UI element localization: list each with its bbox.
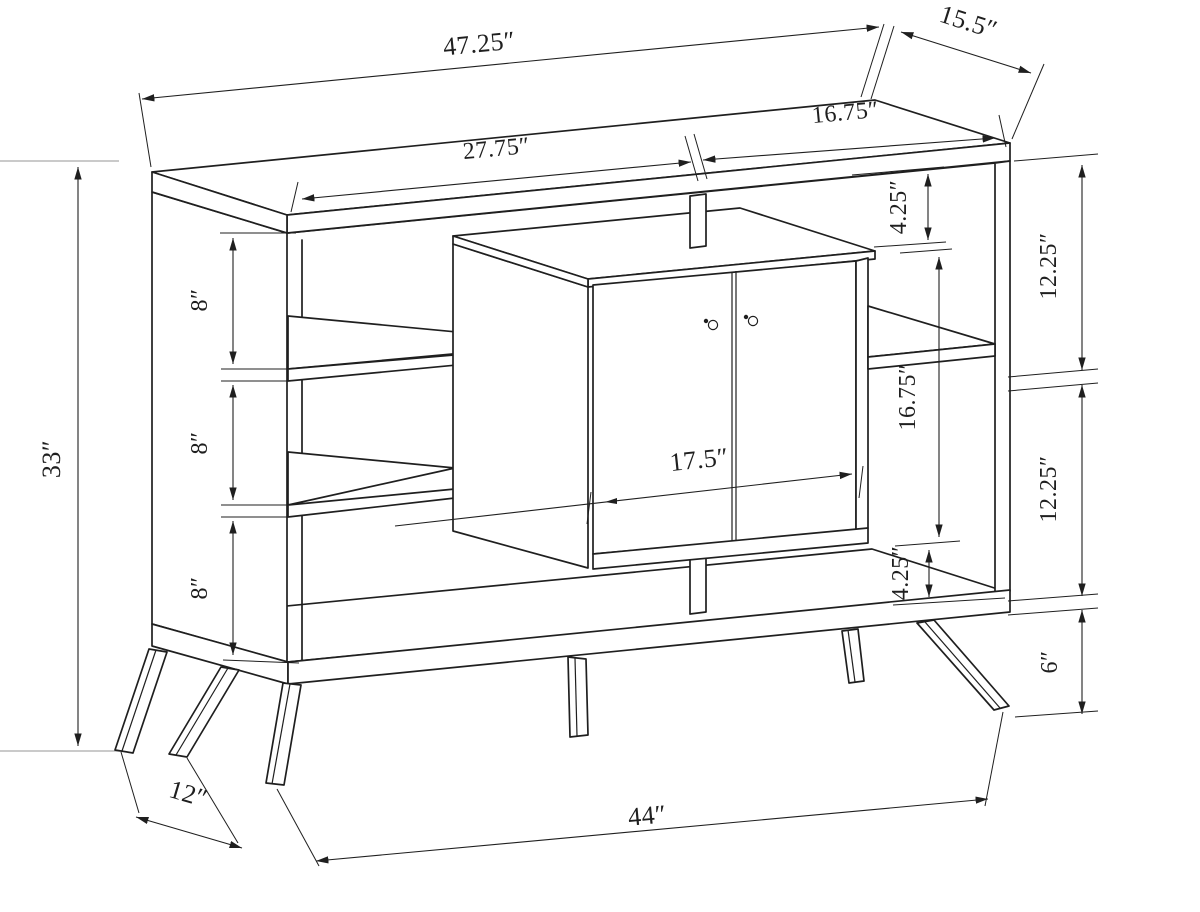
- dim-label-base-width: 44″: [627, 799, 668, 831]
- left-door-knob: [703, 318, 719, 331]
- dim-label-shelf-gap-upper: 8″: [187, 289, 213, 312]
- dim-right-outer-column: 12.25″ 12.25″ 6″: [1007, 153, 1099, 718]
- dim-label-leg-height: 6″: [1037, 651, 1063, 674]
- right-side-panel: [994, 160, 1011, 594]
- right-door-knob: [743, 314, 759, 327]
- dim-top-sections: 27.75″ 16.75″: [290, 97, 1007, 213]
- center-divider-upper: [689, 193, 707, 249]
- dim-label-right-top-clearance: 4.25″: [886, 180, 912, 235]
- top-panel: [151, 99, 1011, 234]
- dim-label-right-bottom-clearance: 4.25″: [888, 546, 914, 601]
- leg: [916, 619, 1010, 711]
- leg: [841, 628, 865, 684]
- dim-shelf-gaps: 8″ 8″ 8″: [187, 232, 300, 664]
- dim-top-width: 47.25″: [138, 23, 895, 168]
- leg: [168, 666, 240, 758]
- dim-label-top-left-section: 27.75″: [462, 133, 531, 165]
- dim-label-right-lower-section: 12.25″: [1036, 456, 1062, 523]
- dim-overall-height: 33″: [37, 167, 82, 746]
- cabinet: [452, 207, 876, 570]
- dim-label-right-upper-section: 12.25″: [1036, 233, 1062, 300]
- cabinet-bottom-rail: [592, 527, 869, 570]
- dim-label-top-right-section: 16.75″: [811, 97, 880, 129]
- dim-base-width: 44″: [276, 711, 1004, 867]
- center-divider-lower: [689, 554, 707, 615]
- right-shelf: [867, 305, 996, 370]
- left-shelf-lower: [287, 451, 456, 518]
- furniture-outline: [0, 99, 1011, 786]
- dim-label-cabinet-interior-height: 16.75″: [895, 364, 921, 431]
- dim-label-shelf-gap-lower: 8″: [187, 577, 213, 600]
- leg: [265, 682, 302, 786]
- cabinet-doors: [592, 260, 857, 555]
- dim-label-shelf-gap-middle: 8″: [187, 432, 213, 455]
- dim-right-inner-column: 4.25″ 16.75″ 4.25″: [851, 166, 1006, 606]
- dim-leg-spread: 12″: [120, 751, 243, 849]
- legs: [114, 619, 1010, 786]
- dim-label-cabinet-width: 17.5″: [668, 442, 730, 477]
- cabinet-left-side: [452, 243, 589, 569]
- cabinet-top-left-edge: [452, 235, 589, 288]
- left-side-panel: [151, 191, 288, 663]
- dim-label-top-depth: 15.5″: [936, 0, 1001, 45]
- cabinet-right-edge: [855, 257, 869, 532]
- leg: [567, 656, 589, 738]
- dim-cabinet-width: 17.5″: [394, 442, 864, 527]
- leg: [114, 648, 168, 754]
- dim-label-top-width: 47.25″: [442, 26, 517, 62]
- dim-label-overall-height: 33″: [37, 440, 66, 478]
- gray-witness-lines: [0, 160, 134, 752]
- dim-label-leg-spread-depth: 12″: [166, 775, 211, 814]
